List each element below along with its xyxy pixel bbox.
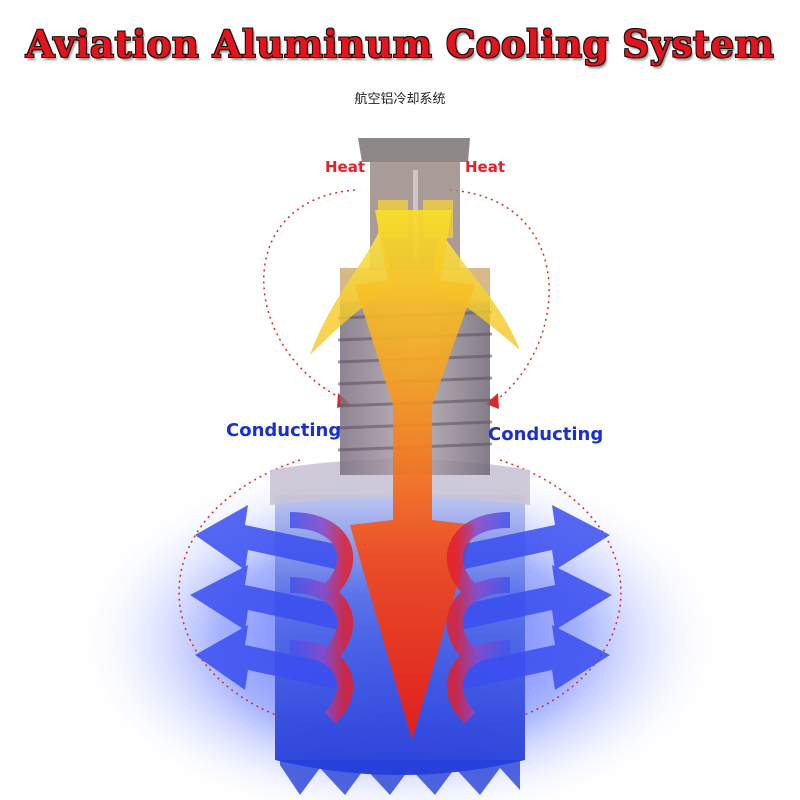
cooling-arrow <box>195 505 340 570</box>
cooling-arrows-right <box>446 505 612 724</box>
cooling-arrow <box>460 505 610 570</box>
cooling-arrow <box>195 625 340 690</box>
dotted-flow-loop-upper <box>263 189 550 406</box>
conducting-label-right: Conducting <box>488 424 604 445</box>
cooling-arrows-left <box>190 505 354 724</box>
page-subtitle: 航空铝冷却系统 <box>354 92 446 107</box>
heat-wisp-right <box>430 230 520 350</box>
conducting-label-left: Conducting <box>226 420 342 441</box>
heat-wisp-left <box>310 230 395 355</box>
cooling-arrow <box>460 625 610 690</box>
dotted-flow-loop-lower <box>178 459 622 731</box>
cooling-arrow <box>460 565 612 630</box>
page-title: Aviation Aluminum Cooling System <box>25 22 775 66</box>
heat-label-right: Heat <box>465 158 506 176</box>
cooling-arrow <box>190 565 340 630</box>
heat-down-arrow <box>350 210 475 740</box>
heat-label-left: Heat <box>325 158 366 176</box>
